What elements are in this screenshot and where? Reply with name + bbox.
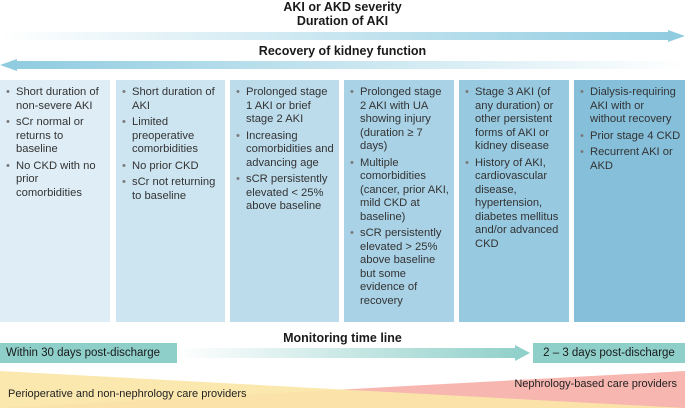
column-4-item: Prolonged stage 2 AKI with UA showing in… xyxy=(350,86,450,154)
timeline-start-box: Within 30 days post-discharge xyxy=(0,343,177,363)
timeline-end-box: 2 – 3 days post-discharge xyxy=(533,343,685,363)
column-1-item: Short duration of non-severe AKI xyxy=(6,86,106,113)
column-3-item: sCR persistently elevated < 25% above ba… xyxy=(236,173,335,214)
column-5-list: Stage 3 AKI (of any duration) or other p… xyxy=(465,86,565,251)
severity-column-1: Short duration of non-severe AKI sCr nor… xyxy=(0,80,110,322)
column-5-item: Stage 3 AKI (of any duration) or other p… xyxy=(465,86,565,154)
provider-right-label: Nephrology-based care providers xyxy=(514,378,677,390)
duration-title: Duration of AKI xyxy=(296,14,389,28)
column-2-item: No prior CKD xyxy=(122,160,221,174)
timeline-start-label: Within 30 days post-discharge xyxy=(6,347,161,359)
provider-left-label: Perioperative and non-nephrology care pr… xyxy=(8,388,247,400)
timeline-end-label: 2 – 3 days post-discharge xyxy=(543,347,675,359)
monitoring-arrow xyxy=(178,345,530,361)
column-3-list: Prolonged stage 1 AKI or brief stage 2 A… xyxy=(236,86,335,214)
column-4-item: sCR persistently elevated > 25% above ba… xyxy=(350,227,450,308)
column-2-item: sCr not returning to baseline xyxy=(122,176,221,203)
column-4-item: Multiple comorbidities (cancer, prior AK… xyxy=(350,157,450,225)
severity-title: AKI or AKD severity xyxy=(283,0,402,14)
column-3-item: Increasing comorbidities and advancing a… xyxy=(236,130,335,171)
column-5-item: History of AKI, cardiovascular disease, … xyxy=(465,157,565,252)
severity-column-4: Prolonged stage 2 AKI with UA showing in… xyxy=(344,80,454,322)
column-6-item: Recurrent AKI or AKD xyxy=(580,146,681,173)
recovery-title: Recovery of kidney function xyxy=(258,44,427,58)
column-3-item: Prolonged stage 1 AKI or brief stage 2 A… xyxy=(236,86,335,127)
severity-column-6: Dialysis-requiring AKI with or without r… xyxy=(574,80,685,322)
non-nephrology-wedge xyxy=(0,371,685,408)
severity-column-2: Short duration of AKI Limited preoperati… xyxy=(116,80,225,322)
severity-column-5: Stage 3 AKI (of any duration) or other p… xyxy=(459,80,569,322)
column-1-item: sCr normal or returns to baseline xyxy=(6,116,106,157)
column-6-list: Dialysis-requiring AKI with or without r… xyxy=(580,86,681,173)
column-2-list: Short duration of AKI Limited preoperati… xyxy=(122,86,221,203)
column-1-list: Short duration of non-severe AKI sCr nor… xyxy=(6,86,106,200)
column-4-list: Prolonged stage 2 AKI with UA showing in… xyxy=(350,86,450,308)
column-6-item: Prior stage 4 CKD xyxy=(580,130,681,144)
column-6-item: Dialysis-requiring AKI with or without r… xyxy=(580,86,681,127)
monitoring-title: Monitoring time line xyxy=(283,331,402,345)
severity-column-3: Prolonged stage 1 AKI or brief stage 2 A… xyxy=(230,80,339,322)
care-providers-band xyxy=(0,371,685,408)
column-1-item: No CKD with no prior comorbidities xyxy=(6,160,106,201)
column-2-item: Limited preoperative comorbidities xyxy=(122,116,221,157)
column-2-item: Short duration of AKI xyxy=(122,86,221,113)
recovery-arrow xyxy=(0,59,685,71)
severity-arrow xyxy=(0,30,685,42)
